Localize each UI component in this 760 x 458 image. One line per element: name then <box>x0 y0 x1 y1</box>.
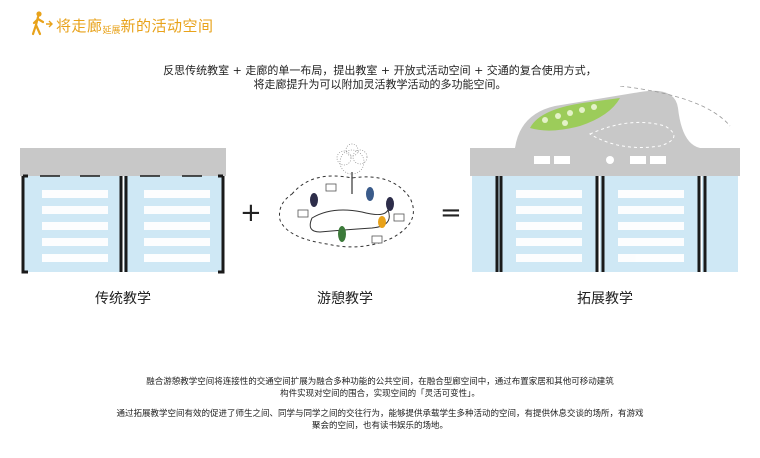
description-paragraph-1: 融合游憩教学空间将连接性的交通空间扩展为融合多种功能的公共空间，在融合型廊空间中… <box>60 376 700 400</box>
plus-operator: + <box>240 198 262 228</box>
expanded-corridor <box>470 90 740 176</box>
corridor-furniture <box>534 156 666 164</box>
activity-path <box>588 121 675 148</box>
title-prefix: 将走廊 <box>56 17 103 35</box>
intro-line-2: 将走廊提升为可以附加灵活教学活动的多功能空间。 <box>253 78 507 91</box>
description-p2-line2: 聚会的空间，也有读书娱乐的场地。 <box>311 421 448 431</box>
description-p1-line1: 融合游憩教学空间将连接性的交通空间扩展为融合多种功能的公共空间，在融合型廊空间中… <box>146 377 614 387</box>
desk-rows <box>516 190 684 262</box>
traditional-plan <box>20 148 226 274</box>
section-header: 将走廊 延展 新的活动空间 <box>30 10 214 36</box>
movable-desks <box>297 183 405 244</box>
description-p2-line1: 通过拓展教学空间有效的促进了师生之间、同学与同学之间的交往行为，能够提供承载学生… <box>116 409 644 419</box>
title-small: 延展 <box>102 26 121 36</box>
title-suffix: 新的活动空间 <box>120 17 214 35</box>
people-figures <box>310 187 394 242</box>
equals-operator: = <box>440 198 462 228</box>
classroom-edge-right <box>702 176 738 272</box>
extended-plan <box>470 86 740 272</box>
intro-line-1: 反思传统教室 + 走廊的单一布局，提出教室 + 开放式活动空间 + 交通的复合使… <box>163 64 597 77</box>
caption-extended: 拓展教学 <box>577 291 633 307</box>
walking-person-icon <box>31 11 53 36</box>
leisure-scene <box>279 143 414 248</box>
roof-outline <box>619 86 731 127</box>
desk-rows <box>42 190 210 262</box>
activity-zone-outline <box>279 175 414 248</box>
corridor <box>20 148 226 176</box>
walls <box>21 174 225 274</box>
description-p1-line2: 构件实现对空间的围合，实现空间的「灵活可变性」。 <box>280 389 480 399</box>
walls <box>495 176 707 272</box>
intro-text: 反思传统教室 + 走廊的单一布局，提出教室 + 开放式活动空间 + 交通的复合使… <box>0 64 760 92</box>
caption-traditional: 传统教学 <box>95 291 151 307</box>
caption-leisure: 游憩教学 <box>317 291 373 307</box>
tree-icon <box>336 143 368 194</box>
description-paragraph-2: 通过拓展教学空间有效的促进了师生之间、同学与同学之间的交往行为，能够提供承载学生… <box>60 408 700 432</box>
planting-dots <box>542 104 597 126</box>
curved-table <box>309 208 390 233</box>
green-area <box>530 98 620 131</box>
classroom-edge-left <box>472 176 496 272</box>
